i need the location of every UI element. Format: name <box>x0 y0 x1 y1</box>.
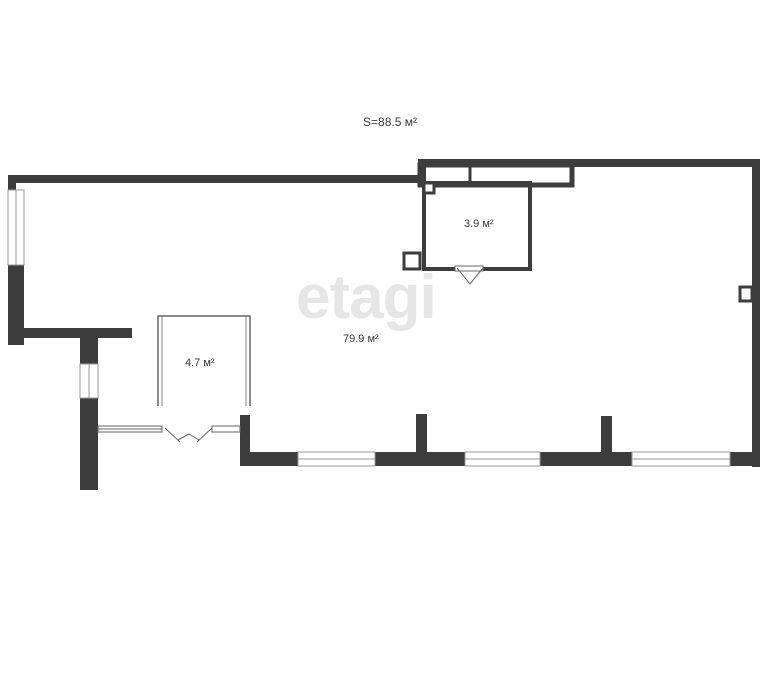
wall-bottom-corner <box>240 415 250 466</box>
exterior-walls <box>8 159 760 490</box>
wall-bottom-1 <box>240 452 298 466</box>
wall-top-left <box>8 175 420 183</box>
room-area-small-room: 4.7 м² <box>185 357 215 369</box>
wall-bottom-4 <box>730 452 760 466</box>
pier-2 <box>601 416 612 454</box>
wall-left-upper <box>8 175 16 190</box>
shaft-1 <box>422 181 436 195</box>
wall-top-right <box>418 159 760 167</box>
small-room-partitions <box>157 315 251 406</box>
watermark-logo: etagi <box>296 263 437 332</box>
wall-right <box>752 159 760 467</box>
wall-entrance-left-lower <box>80 398 98 490</box>
shaft-3 <box>738 285 754 303</box>
room-area-storage-room: 3.9 м² <box>464 218 494 230</box>
room-area-main-hall: 79.9 м² <box>343 333 379 345</box>
wall-bay-bottom <box>8 328 132 338</box>
entrance-door <box>97 425 241 443</box>
storage-door <box>454 265 484 285</box>
windows <box>7 189 731 467</box>
wall-entrance-left-upper <box>80 328 98 364</box>
storage-room-details <box>402 167 754 303</box>
wall-left-lower <box>8 265 24 345</box>
total-area-label: S=88.5 м² <box>363 115 417 129</box>
wall-bottom-3 <box>540 452 632 466</box>
pier-1 <box>416 414 427 454</box>
storage-room-walls <box>417 162 575 271</box>
shaft-2 <box>402 251 422 271</box>
wall-bottom-2 <box>375 452 465 466</box>
